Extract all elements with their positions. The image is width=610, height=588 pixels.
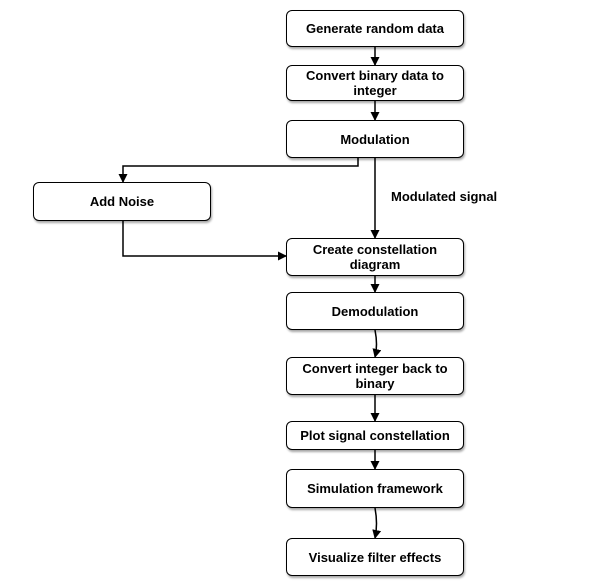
arrow-demodulation-to-convert-back xyxy=(372,329,382,358)
edge-label-modulated-signal: Modulated signal xyxy=(391,189,498,204)
node-convert-integer-to-binary: Convert integer back to binary xyxy=(286,357,464,395)
node-add-noise: Add Noise xyxy=(33,182,211,221)
node-modulation: Modulation xyxy=(286,120,464,158)
arrow-simulation-to-visualize xyxy=(372,507,382,539)
node-create-constellation-diagram: Create constellation diagram xyxy=(286,238,464,276)
node-simulation-framework: Simulation framework xyxy=(286,469,464,508)
node-plot-signal-constellation: Plot signal constellation xyxy=(286,421,464,450)
node-visualize-filter-effects: Visualize filter effects xyxy=(286,538,464,576)
node-generate-random-data: Generate random data xyxy=(286,10,464,47)
node-convert-binary-to-integer: Convert binary data to integer xyxy=(286,65,464,101)
arrow-modulation-to-add-noise xyxy=(118,158,359,183)
node-demodulation: Demodulation xyxy=(286,292,464,330)
arrow-add-noise-to-constellation xyxy=(122,221,287,261)
